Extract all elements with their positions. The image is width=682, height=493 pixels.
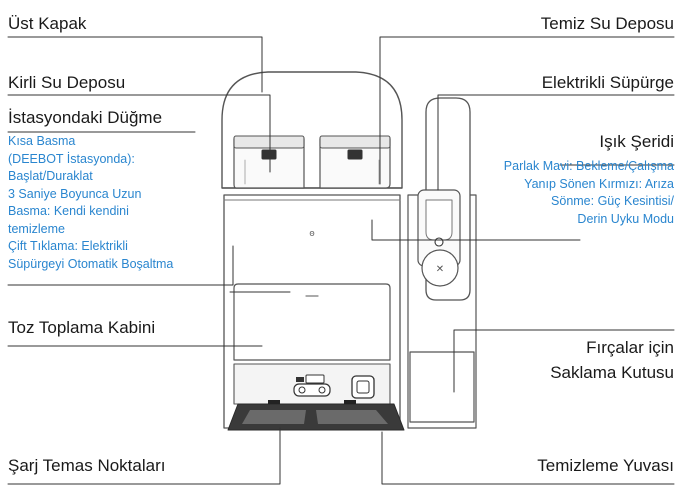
label-brush-storage-1: Fırçalar için bbox=[586, 338, 674, 357]
leader-lines-left bbox=[7, 36, 291, 485]
button-note-line: 3 Saniye Boyunca Uzun bbox=[8, 186, 142, 201]
button-note-line: Basma: Kendi kendini bbox=[8, 204, 129, 218]
dirty-tank-lid bbox=[233, 135, 305, 149]
dust-bag-door bbox=[233, 283, 391, 361]
brush-storage-box bbox=[409, 351, 475, 423]
button-notes: Kısa Basma (DEEBOT İstasyonda): Başlat/D… bbox=[8, 133, 173, 273]
dirty-tank-shape bbox=[233, 138, 305, 189]
button-note-line: Çift Tıklama: Elektrikli bbox=[8, 239, 128, 253]
light-notes: Parlak Mavi: Bekleme/Çalışma Yanıp Sönen… bbox=[504, 158, 674, 228]
clean-tank-shape bbox=[319, 138, 391, 189]
clean-tank-latch bbox=[347, 149, 363, 160]
button-note-line: temizleme bbox=[8, 221, 65, 236]
right-panel-element bbox=[351, 375, 375, 399]
leader-lines-right bbox=[371, 36, 675, 485]
label-light-strip: Işık Şeridi bbox=[599, 132, 674, 151]
label-brush-storage-2: Saklama Kutusu bbox=[550, 363, 674, 382]
clean-tank-lid bbox=[319, 135, 391, 149]
light-note-line: Derin Uyku Modu bbox=[577, 211, 674, 226]
light-note-line: Sönme: Güç Kesintisi/ bbox=[551, 194, 674, 208]
station-logo-glyph: ꙩ bbox=[309, 229, 315, 239]
button-note-line: (DEEBOT İstasyonda): bbox=[8, 151, 135, 166]
button-note-line: Başlat/Duraklat bbox=[8, 169, 93, 183]
label-vacuum: Elektrikli Süpürge bbox=[541, 73, 674, 92]
light-note-line: Yanıp Sönen Kırmızı: Arıza bbox=[524, 176, 674, 191]
label-clean-tank: Temiz Su Deposu bbox=[540, 14, 674, 33]
button-note-line: Süpürgeyi Otomatik Boşaltma bbox=[8, 256, 174, 271]
dirty-tank-latch bbox=[261, 149, 277, 160]
label-dirty-tank: Kirli Su Deposu bbox=[8, 73, 126, 92]
button-note-line: Kısa Basma bbox=[8, 134, 76, 148]
label-station-button: İstasyondaki Düğme bbox=[8, 108, 163, 127]
label-dust-bag: Toz Toplama Kabini bbox=[8, 318, 156, 337]
charging-contacts-shape bbox=[268, 400, 280, 404]
display-window bbox=[305, 374, 325, 384]
label-wash-tray: Temizleme Yuvası bbox=[537, 456, 674, 475]
svg-text:✕: ✕ bbox=[436, 264, 444, 275]
label-top-cover: Üst Kapak bbox=[8, 14, 87, 33]
label-charging-contacts: Şarj Temas Noktaları bbox=[8, 456, 166, 475]
vacuum-dustbin bbox=[421, 249, 459, 287]
light-note-line: Parlak Mavi: Bekleme/Çalışma bbox=[503, 159, 674, 173]
